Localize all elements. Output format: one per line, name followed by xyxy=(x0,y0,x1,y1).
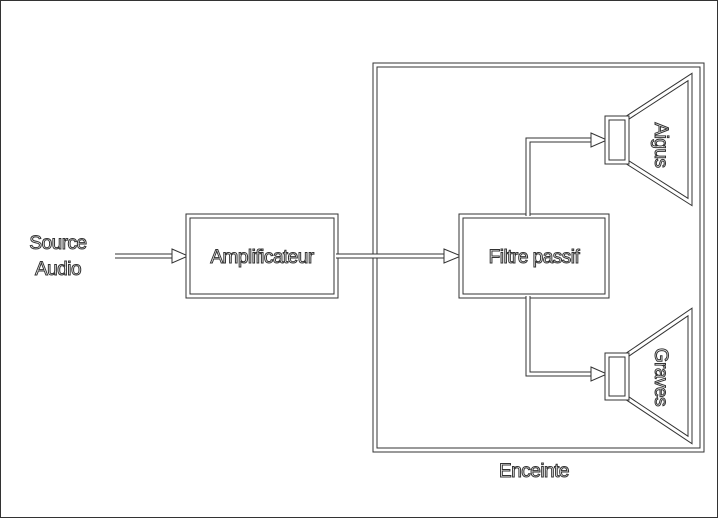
source-to-amplifier-arrow xyxy=(115,248,190,264)
filter-label: Filtre passif xyxy=(489,247,581,268)
tweeter-label: Aigus xyxy=(650,122,671,167)
woofer-label: Graves xyxy=(650,348,671,406)
filter-box xyxy=(458,213,610,299)
source-label-line1: Source xyxy=(29,233,86,254)
enclosure-label: Enceinte xyxy=(499,461,569,482)
source-label-line2: Audio xyxy=(35,259,81,280)
woofer-speaker-icon xyxy=(604,307,693,445)
amplifier-to-filter-arrow xyxy=(336,248,463,264)
filter-to-tweeter-arrow xyxy=(525,132,609,216)
filter-to-woofer-arrow xyxy=(525,296,609,382)
amplifier-label: Amplificateur xyxy=(210,247,314,268)
tweeter-speaker-icon xyxy=(604,72,693,207)
